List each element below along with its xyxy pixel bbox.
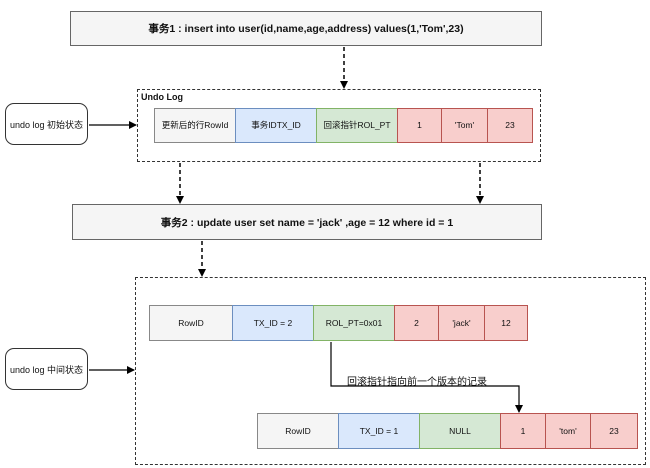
side-label-initial-text: undo log 初始状态 (9, 119, 84, 130)
row3-cell-3-text: NULL (449, 425, 471, 436)
transaction-1-box: 事务1 : insert into user(id,name,age,addre… (70, 11, 542, 46)
row3-cell-6-text: 23 (609, 425, 619, 436)
side-label-initial: undo log 初始状态 (5, 103, 88, 145)
transaction-2-box: 事务2 : update user set name = 'jack' ,age… (72, 204, 542, 240)
row1-cell-4-text: 1 (417, 120, 422, 131)
row1-cell-2-text: 事务ID (251, 120, 277, 131)
row3-cell-1: RowID (257, 413, 339, 449)
row3-cell-3: NULL (419, 413, 501, 449)
row1-cell-6: 23 (487, 108, 533, 143)
row1-cell-5-text: 'Tom' (454, 120, 475, 131)
row2-cell-3-text: ROL_PT=0x01 (325, 317, 383, 328)
row3-cell-2: TX_ID = 1 (338, 413, 420, 449)
transaction-1-text: 事务1 : insert into user(id,name,age,addre… (148, 23, 464, 35)
row2-cell-5-text: 'jack' (452, 317, 471, 328)
row1-cell-2-subtext: TX_ID (276, 120, 301, 131)
current-version-row: RowID TX_ID = 2 ROL_PT=0x01 2 'jack' 12 (149, 305, 528, 341)
row3-cell-5: 'tom' (545, 413, 591, 449)
row2-cell-6-text: 12 (501, 317, 511, 328)
undo-log-container (137, 89, 541, 162)
row1-cell-3-subtext: ROL_PT (357, 120, 391, 131)
row2-cell-4-text: 2 (414, 317, 419, 328)
row1-cell-6-text: 23 (505, 120, 515, 131)
row1-cell-5: 'Tom' (441, 108, 488, 143)
arrow-rollback-pointer (330, 342, 523, 413)
rollback-pointer-label: 回滚指针指向前一个版本的记录 (345, 373, 489, 388)
transaction-2-text: 事务2 : update user set name = 'jack' ,age… (160, 216, 454, 229)
row3-cell-4-text: 1 (520, 425, 526, 436)
side-label-middle: undo log 中间状态 (5, 348, 88, 390)
row2-cell-4: 2 (394, 305, 439, 341)
row3-cell-1-text: RowID (285, 425, 311, 436)
undo-log-title: Undo Log (141, 92, 183, 102)
row2-cell-6: 12 (484, 305, 528, 341)
previous-version-row: RowID TX_ID = 1 NULL 1 'tom' 23 (257, 413, 638, 449)
row3-cell-2-text: TX_ID = 1 (359, 425, 399, 436)
row1-cell-3-text: 回滚指针 (323, 120, 358, 131)
row3-cell-4: 1 (500, 413, 546, 449)
undo-log-middle-container (135, 277, 646, 465)
row2-cell-2-text: TX_ID = 2 (253, 317, 293, 328)
row2-cell-2: TX_ID = 2 (232, 305, 314, 341)
row3-cell-5-text: 'tom' (559, 425, 577, 436)
row1-cell-1-subtext: RowId (204, 120, 229, 131)
row3-cell-6: 23 (590, 413, 638, 449)
row2-cell-3: ROL_PT=0x01 (313, 305, 395, 341)
row2-cell-5: 'jack' (438, 305, 485, 341)
row1-cell-1-text: 更新后的行 (161, 120, 205, 131)
side-label-middle-text: undo log 中间状态 (9, 364, 84, 375)
row2-cell-1-text: RowID (178, 317, 204, 328)
